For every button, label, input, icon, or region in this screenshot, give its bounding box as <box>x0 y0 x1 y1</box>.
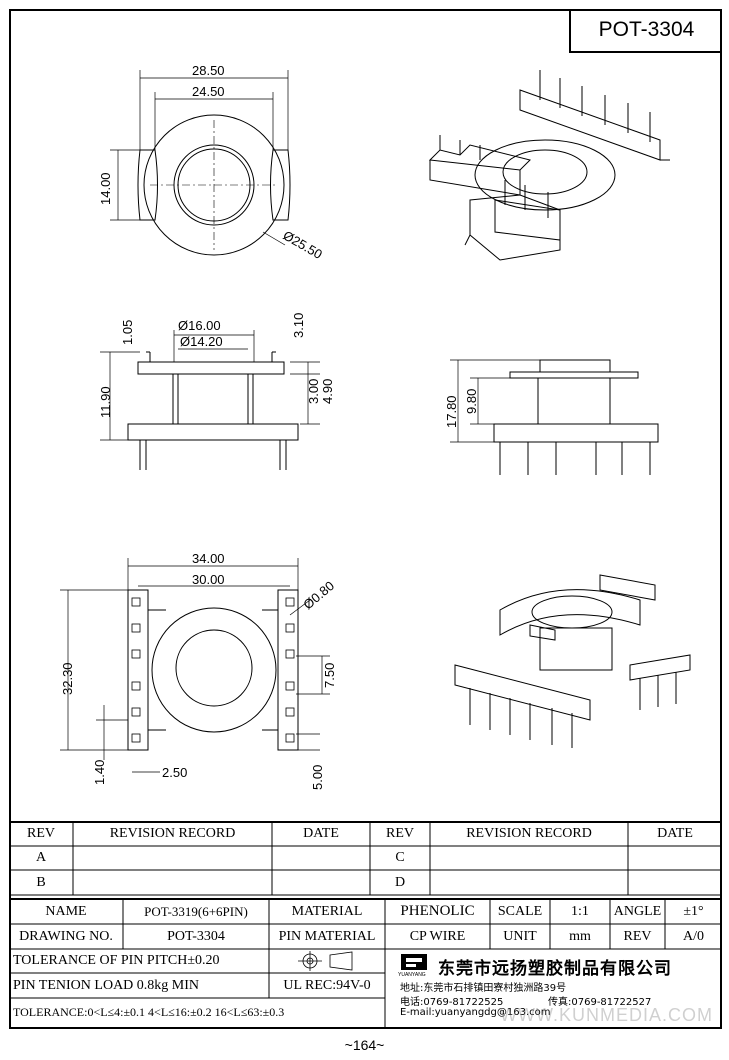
side-view <box>100 330 320 470</box>
iso-view-top <box>428 70 670 261</box>
rev-header-right: REV <box>386 826 414 841</box>
company-name: 东莞市远扬塑胶制品有限公司 <box>438 959 672 979</box>
dim-side-right-a: 3.00 <box>306 379 321 404</box>
name-value: POT-3319(6+6PIN) <box>144 903 248 919</box>
scale-label: SCALE <box>497 903 543 919</box>
pin-material-value: CP WIRE <box>409 928 466 944</box>
dim-bottom-pin-diameter: Ø0.80 <box>300 578 337 612</box>
dim-front-overall-height: 17.80 <box>444 395 459 428</box>
rev-header-left: REV <box>27 826 55 841</box>
date-header-left: DATE <box>303 826 339 841</box>
company-email: E-mail:yuanyangdg@163.com <box>400 1007 551 1018</box>
dim-bottom-inner-width: 30.00 <box>192 572 225 587</box>
iso-view-bottom <box>454 574 691 748</box>
rev-row-d: D <box>394 874 406 890</box>
dim-bottom-left-offset: 1.40 <box>92 760 107 785</box>
drawing-no-value: POT-3304 <box>167 928 225 944</box>
part-number-title: POT-3304 <box>569 9 722 53</box>
company-block: YUANYANG 东莞市远扬塑胶制品有限公司 地址:东莞市石排镇田寮村独洲路39… <box>398 952 720 1024</box>
scale-value: 1:1 <box>571 903 589 919</box>
angle-value: ±1° <box>683 903 704 919</box>
dim-side-outer-diameter: Ø16.00 <box>178 318 221 333</box>
dim-side-right-top: 3.10 <box>291 313 306 338</box>
company-logo-icon <box>401 954 427 970</box>
dim-side-inner-diameter: Ø14.20 <box>180 334 223 349</box>
drawing-no-label: DRAWING NO. <box>19 928 113 944</box>
dim-side-overall-height: 11.90 <box>98 386 113 418</box>
company-logo-text: YUANYANG <box>398 972 426 978</box>
watermark: WWW.KUNMEDIA.COM <box>500 1005 713 1025</box>
rev-row-b: B <box>36 874 46 890</box>
drawing-frame <box>9 9 722 1029</box>
dim-bottom-pin-offset: 2.50 <box>162 765 187 780</box>
dim-top-height: 14.00 <box>98 172 113 205</box>
page-number: ~164~ <box>344 1037 385 1053</box>
dim-bottom-overall-width: 34.00 <box>192 551 225 566</box>
pin-material-label: PIN MATERIAL <box>278 928 376 944</box>
tolerance-symbol-icon <box>298 951 353 971</box>
dim-top-overall-width: 28.50 <box>192 63 225 78</box>
table-grid <box>9 821 722 1029</box>
name-label: NAME <box>45 903 87 919</box>
rev-row-c: C <box>395 850 405 865</box>
dim-side-top-flange: 1.05 <box>120 320 135 345</box>
revision-record-header-left: REVISION RECORD <box>109 826 236 841</box>
rev-value: A/0 <box>683 928 704 944</box>
rev-label: REV <box>623 928 652 944</box>
pin-tension: PIN TENION LOAD 0.8kg MIN <box>13 977 200 993</box>
unit-value: mm <box>569 928 591 944</box>
front-view <box>450 359 659 475</box>
dim-side-right-b: 4.90 <box>320 379 335 404</box>
dim-top-inner-width: 24.50 <box>192 84 225 99</box>
dim-bottom-overall-height: 32.30 <box>60 662 75 695</box>
bottom-view <box>60 558 330 773</box>
company-address: 地址:东莞市石排镇田寮村独洲路39号 <box>400 983 567 994</box>
revision-record-header-right: REVISION RECORD <box>466 826 592 841</box>
tolerance-pitch: TOLERANCE OF PIN PITCH±0.20 <box>13 953 220 968</box>
tolerance-general: TOLERANCE:0<L≤4:±0.1 4<L≤16:±0.2 16<L≤63… <box>13 1005 285 1019</box>
company-phone: 电话:0769-81722525 <box>400 997 504 1008</box>
rev-row-a: A <box>35 850 47 865</box>
unit-label: UNIT <box>503 928 537 944</box>
dim-bottom-spacing: 5.00 <box>310 765 325 790</box>
dim-top-diameter: Ø25.50 <box>281 228 325 262</box>
company-fax: 传真:0769-81722527 <box>548 997 652 1008</box>
ul-rec: UL REC:94V-0 <box>283 977 371 993</box>
date-header-right: DATE <box>657 826 693 841</box>
dim-front-inner-height: 9.80 <box>464 389 479 414</box>
top-view <box>110 70 291 256</box>
angle-label: ANGLE <box>613 903 662 919</box>
material-value: PHENOLIC <box>400 903 475 919</box>
material-label: MATERIAL <box>291 903 363 919</box>
dim-bottom-pin-pitch: 7.50 <box>322 663 337 688</box>
